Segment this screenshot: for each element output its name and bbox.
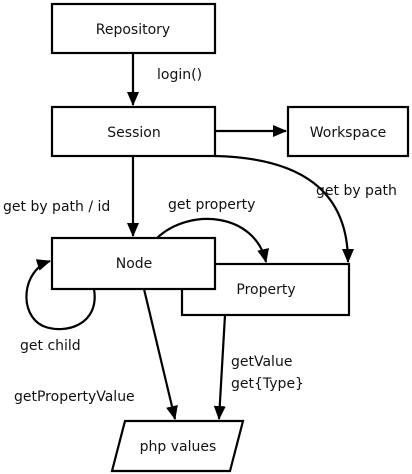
get-by-path-id-label: get by path / id: [3, 199, 110, 215]
get-property-value-label: getPropertyValue: [14, 389, 135, 405]
repository-label: Repository: [96, 22, 170, 38]
get-child-label: get child: [20, 338, 81, 354]
get-property-value-edge: [142, 288, 178, 420]
workspace-label: Workspace: [310, 125, 387, 141]
get-by-path-label: get by path: [316, 183, 397, 199]
php-values-node: php values: [110, 419, 245, 473]
node-label: Node: [116, 256, 153, 272]
get-value-edge: [213, 314, 227, 420]
get-property-label: get property: [168, 197, 255, 213]
get-value-label: getValue: [231, 354, 292, 370]
repository-node: Repository: [50, 2, 217, 55]
php-values-label: php values: [140, 439, 217, 455]
get-child-edge: [25, 259, 96, 331]
get-by-path-edge: [214, 154, 354, 263]
session-label: Session: [107, 125, 160, 141]
workspace-node: Workspace: [286, 105, 410, 158]
session-node: Session: [50, 105, 217, 158]
node-node: Node: [50, 236, 217, 291]
login-label: login(): [157, 67, 202, 83]
property-label: Property: [236, 282, 295, 298]
get-property-edge: [156, 217, 269, 263]
get-type-label: get{Type}: [231, 376, 304, 392]
